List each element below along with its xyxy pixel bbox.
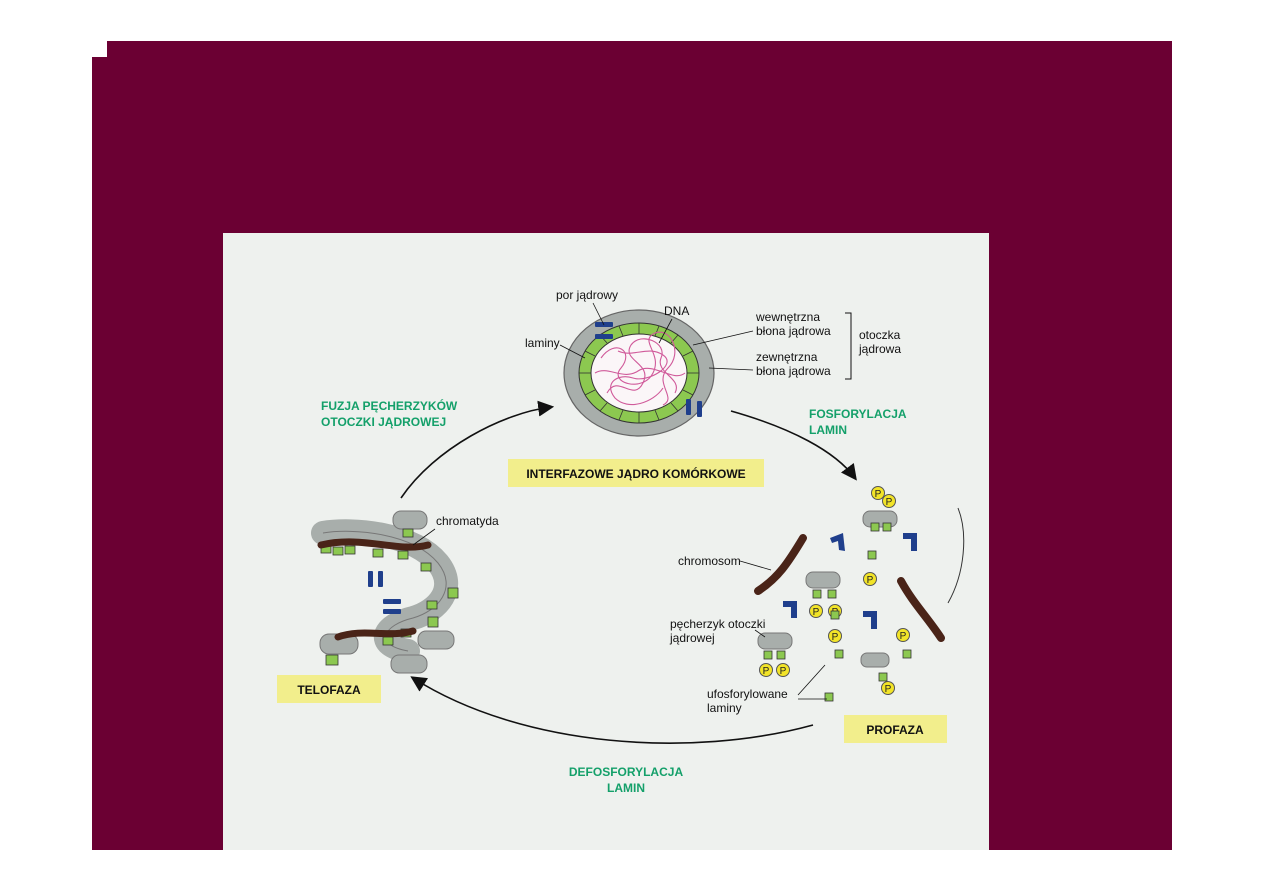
label-envelope-1: otoczka	[859, 328, 901, 342]
label-inner-membrane-2: błona jądrowa	[756, 324, 831, 338]
label-phospho-lamins-1: ufosforylowane	[707, 687, 788, 701]
label-vesicle-1: pęcherzyk otoczki	[670, 617, 765, 631]
label-chromatid: chromatyda	[436, 514, 499, 528]
label-outer-membrane-1: zewnętrzna	[756, 350, 818, 364]
svg-text:P: P	[832, 632, 839, 643]
svg-text:P: P	[780, 666, 787, 677]
svg-text:P: P	[875, 489, 882, 500]
label-vesicle-2: jądrowej	[669, 631, 715, 645]
process-phosphorylation-1: FOSFORYLACJA	[809, 407, 907, 421]
telophase-cell	[311, 510, 459, 674]
dna-strands	[594, 331, 686, 406]
svg-text:P: P	[900, 631, 907, 642]
process-dephosphorylation-1: DEFOSFORYLACJA	[569, 765, 684, 779]
prophase-cell: P P P P P P P P P P	[754, 486, 945, 702]
stage-interphase: INTERFAZOWE JĄDRO KOMÓRKOWE	[526, 466, 745, 481]
label-chromosome: chromosom	[678, 554, 741, 568]
label-nuclear-pore: por jądrowy	[556, 288, 618, 302]
label-lamins: laminy	[525, 336, 560, 350]
chromatid-top	[317, 538, 432, 551]
diagram-canvas: por jądrowy DNA laminy wewnętrzna błona …	[277, 288, 965, 795]
svg-text:P: P	[763, 666, 770, 677]
process-fusion-1: FUZJA PĘCHERZYKÓW	[321, 398, 458, 413]
slide-background-left-edge	[92, 57, 112, 850]
stage-interphase-box	[508, 459, 764, 487]
interphase-nucleus	[563, 309, 715, 437]
arc-prophase-edge	[947, 507, 965, 604]
process-fusion-2: OTOCZKI JĄDROWEJ	[321, 415, 446, 429]
label-outer-membrane-2: błona jądrowa	[756, 364, 831, 378]
label-dna: DNA	[664, 304, 689, 318]
arrow-fosforylacja	[730, 410, 857, 481]
chromosome-icon	[754, 534, 807, 595]
process-phosphorylation-2: LAMIN	[809, 423, 847, 437]
arrow-defosforylacja	[410, 676, 814, 744]
nuclear-envelope-cycle-diagram: por jądrowy DNA laminy wewnętrzna błona …	[223, 233, 989, 850]
label-envelope-2: jądrowa	[858, 342, 901, 356]
label-inner-membrane-1: wewnętrzna	[755, 310, 820, 324]
stage-prophase: PROFAZA	[866, 723, 924, 737]
label-phospho-lamins-2: laminy	[707, 701, 742, 715]
svg-text:P: P	[886, 497, 893, 508]
arrow-fuzja	[400, 400, 555, 499]
process-dephosphorylation-2: LAMIN	[607, 781, 645, 795]
svg-text:P: P	[867, 575, 874, 586]
stage-telophase: TELOFAZA	[297, 683, 361, 697]
stage-telophase-box	[277, 675, 381, 703]
svg-text:P: P	[885, 684, 892, 695]
stage-prophase-box	[844, 715, 947, 743]
svg-text:P: P	[813, 607, 820, 618]
chromatid-bottom	[334, 627, 417, 641]
envelope-bracket	[845, 312, 852, 380]
